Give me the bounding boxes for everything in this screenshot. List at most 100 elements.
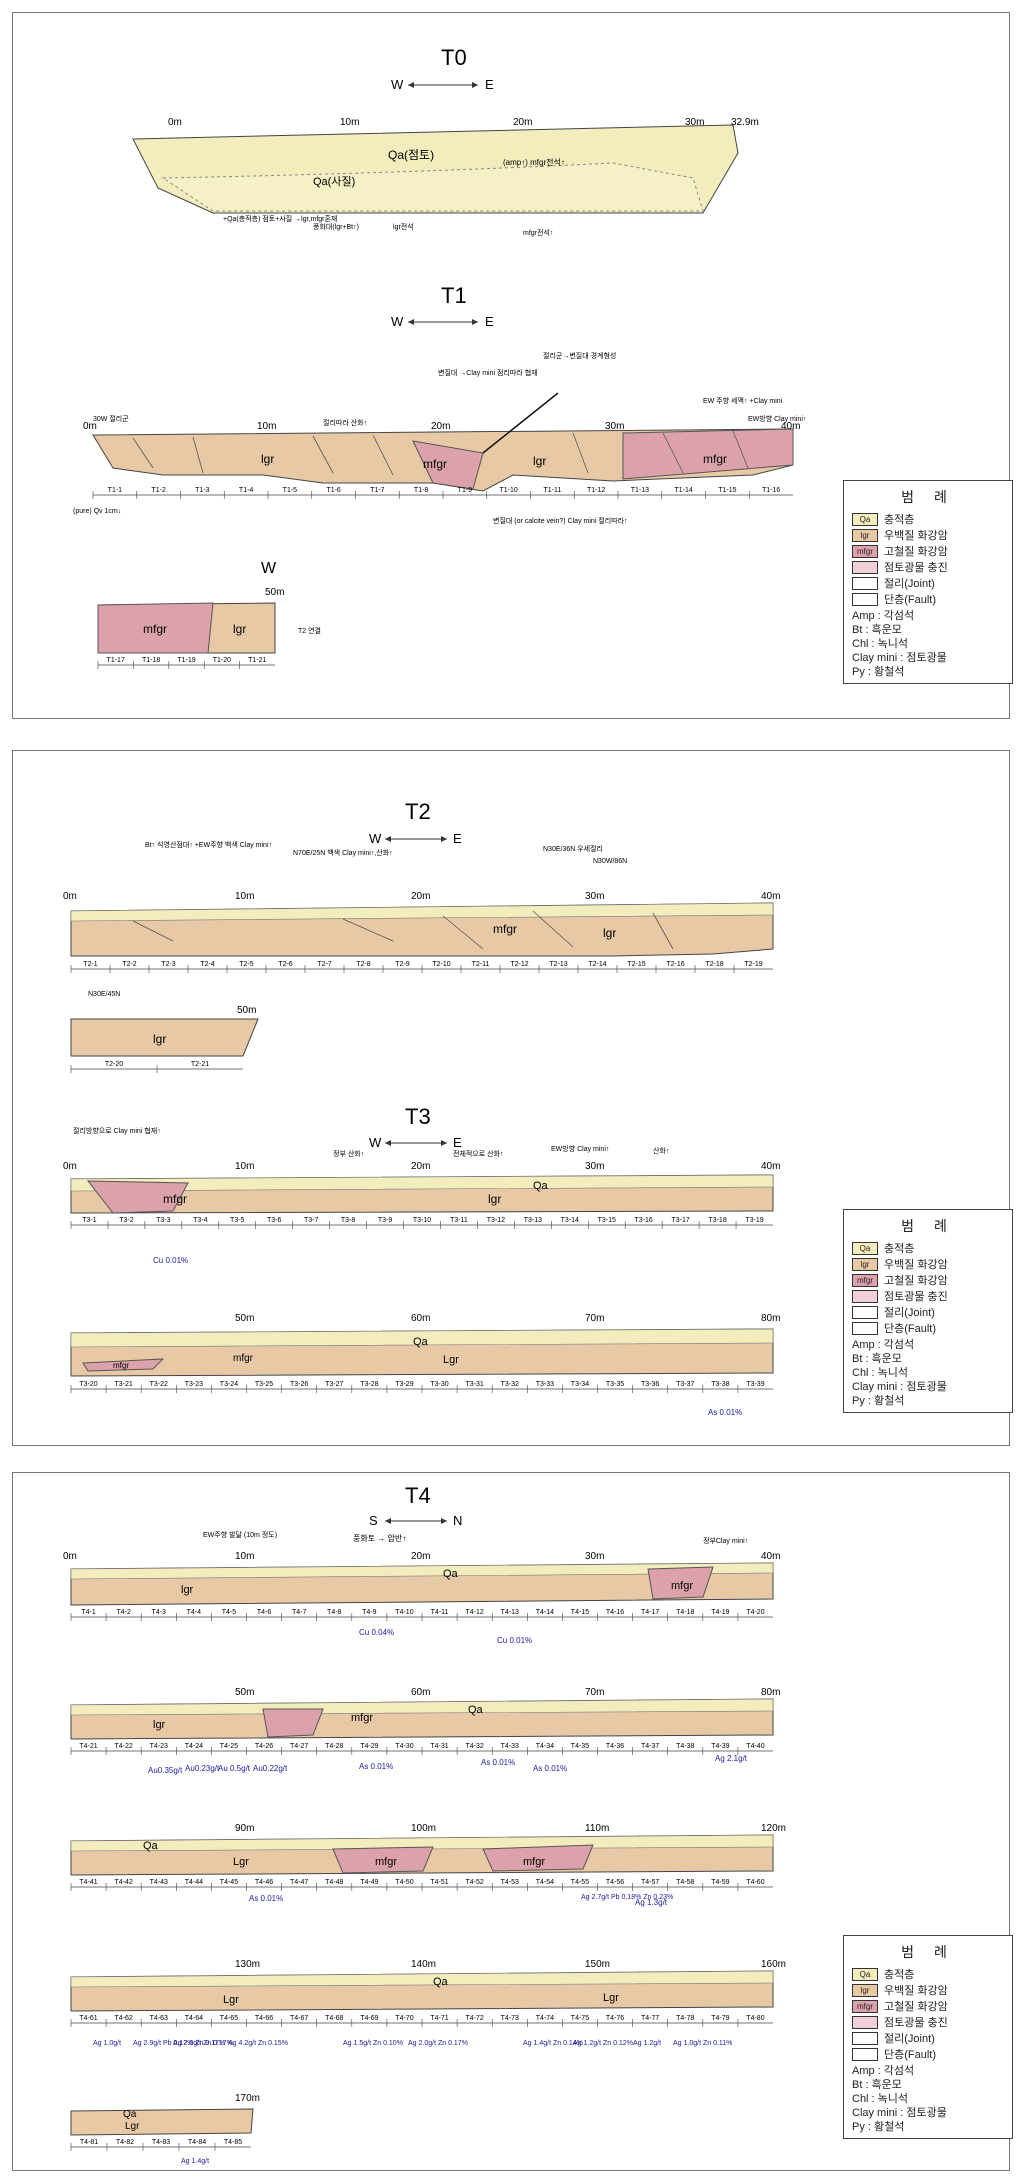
t4e-distance: 170m [235,2093,260,2104]
t3-cu-assay: Cu 0.01% [153,1256,188,1265]
t4d-lgr-1: Lgr [223,1994,239,2006]
svg-text:Au 0.5g/t: Au 0.5g/t [218,1764,251,1773]
sample-label: T4-39 [711,1743,729,1750]
svg-text:0m: 0m [168,117,182,128]
sample-label: T1-19 [177,657,195,664]
legend-label: 충적층 [884,1969,915,1981]
sample-label: T3-24 [220,1381,238,1388]
t1b-mfgr: mfgr [143,622,167,636]
t4c-mfgr-1: mfgr [375,1856,397,1868]
svg-text:0m: 0m [63,1161,77,1172]
svg-text:Ag 2.1g/t: Ag 2.1g/t [715,1754,748,1763]
sample-label: T3-25 [255,1381,273,1388]
legend-swatch: Qa [852,512,878,526]
t1-t2-link: T2 연결 [298,626,321,635]
t4-note-1: 풍화토 → 암반↑ [353,1533,406,1543]
sample-label: T4-5 [222,1609,237,1616]
legend-swatch: mfgr [852,544,878,558]
sample-label: T4-34 [536,1743,554,1750]
sample-label: T1-16 [762,487,780,494]
t4d-lgr-2: Lgr [603,1992,619,2004]
sample-label: T1-15 [718,487,736,494]
legend-abbreviation: Py : 황철석 [852,1395,905,1407]
t1-joints [132,430,749,476]
sample-label: T2-4 [200,961,215,968]
t1-30w-note: 30W 절리군 [93,414,129,423]
t1-mfgr-2: mfgr [703,452,727,466]
sample-label: T4-49 [360,1879,378,1886]
sample-label: T4-3 [152,1609,167,1616]
sample-label: T4-6 [257,1609,272,1616]
sample-label: T4-19 [711,1609,729,1616]
sample-label: T4-47 [290,1879,308,1886]
t2-note-2: N70E/25N 백색 Clay mini↑,산화↑ [293,848,393,857]
t0-note-4: mfgr전석↑ [523,228,553,237]
t4c-qa: Qa [143,1840,159,1852]
sample-label: T4-26 [255,1743,273,1750]
t1b-lgr: lgr [233,622,246,636]
sample-label: T3-34 [571,1381,589,1388]
sample-label: T1-17 [107,657,125,664]
title-t3: T3 [405,1104,431,1129]
sample-label: T4-60 [746,1879,764,1886]
sample-label: T3-26 [290,1381,308,1388]
svg-text:Ag 2.7g/t Pb 0.18% Zn 0.23%: Ag 2.7g/t Pb 0.18% Zn 0.23% [581,1894,673,1901]
sample-label: T4-78 [676,2015,694,2022]
assay-label: Ag 1.0g/t [93,2040,121,2047]
t3b-lgr: Lgr [443,1354,459,1366]
sample-label: T3-22 [150,1381,168,1388]
sample-label: T1-10 [499,487,517,494]
sample-label: T2-12 [510,961,528,968]
sample-label: T4-85 [224,2139,242,2146]
sample-label: T2-7 [317,961,332,968]
sample-label: T3-18 [708,1217,726,1224]
sample-label: T4-12 [466,1609,484,1616]
legend-swatch: lgr [852,1983,878,1997]
sample-label: T4-30 [395,1743,413,1750]
t1-calcite-note: 변질대 (or calcite vein?) Clay mini 절리따라↑ [493,516,628,525]
sample-label: T4-33 [501,1743,519,1750]
t3-note-1: 절리방향으로 Clay mini 협재↑ [73,1126,161,1135]
legend-abbreviation: Py : 황철석 [852,2121,905,2133]
legend-label: 우백질 화강암 [884,1259,948,1271]
sample-label: T3-36 [641,1381,659,1388]
sample-label: T2-16 [666,961,684,968]
sample-label: T3-30 [430,1381,448,1388]
t1-dir-w: W [391,314,404,329]
sample-label: T3-7 [304,1217,319,1224]
t1-ew-note: EW 주향 세맥↑ +Clay mini [703,396,783,405]
sample-label: T4-67 [290,2015,308,2022]
sample-label: T3-6 [267,1217,282,1224]
sample-label: T4-21 [79,1743,97,1750]
svg-text:0m: 0m [63,1551,77,1562]
sample-label: T4-76 [606,2015,624,2022]
sample-label: T3-13 [524,1217,542,1224]
t0-note-3: lgr전석 [393,222,414,231]
legend-item: 점토광물 충진 [852,1288,1004,1304]
legend-abbreviation: Clay mini : 점토광물 [852,2107,947,2119]
t1-mfgr-1: mfgr [423,457,447,471]
legend-item: 절리(Joint) [852,1304,1004,1320]
sample-label: T4-74 [536,2015,554,2022]
svg-text:110m: 110m [585,1823,609,1834]
t4-cu-1: Cu 0.04% [359,1628,394,1637]
sample-label: T4-51 [430,1879,448,1886]
t1-sub-w: W [261,560,277,577]
sample-label: T4-25 [220,1743,238,1750]
sample-label: T4-66 [255,2015,273,2022]
sample-label: T4-54 [536,1879,554,1886]
sample-label: T3-33 [536,1381,554,1388]
t4d-qa: Qa [433,1976,449,1988]
sample-label: T3-15 [598,1217,616,1224]
sample-label: T4-42 [115,1879,133,1886]
sample-label: T4-2 [116,1609,130,1616]
